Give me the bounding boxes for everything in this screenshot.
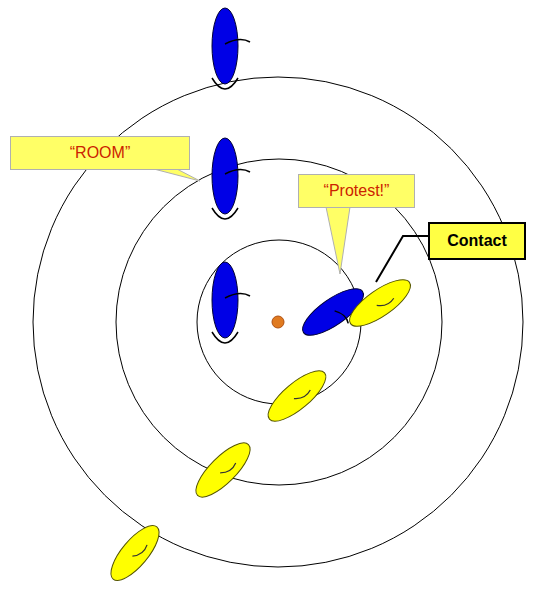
callout-text: Contact xyxy=(447,232,507,250)
speech-callout: “ROOM” xyxy=(10,136,190,170)
yellow-boat xyxy=(188,435,257,504)
yellow-boat xyxy=(261,363,333,429)
yellow-boat xyxy=(103,519,167,588)
zone-circle-outer xyxy=(33,77,523,567)
mark-buoy xyxy=(272,316,284,328)
blue-boat xyxy=(212,8,250,89)
leader-line xyxy=(376,236,430,282)
zone-circle-middle xyxy=(116,159,442,485)
blue-boat xyxy=(212,262,250,343)
callout-tail xyxy=(326,207,350,274)
label-box: Contact xyxy=(428,222,526,260)
speech-callout: “Protest!” xyxy=(298,174,415,208)
blue-boat xyxy=(212,138,250,219)
callout-text: “Protest!” xyxy=(324,182,390,200)
yellow-boat xyxy=(343,272,417,335)
callout-text: “ROOM” xyxy=(70,144,130,162)
